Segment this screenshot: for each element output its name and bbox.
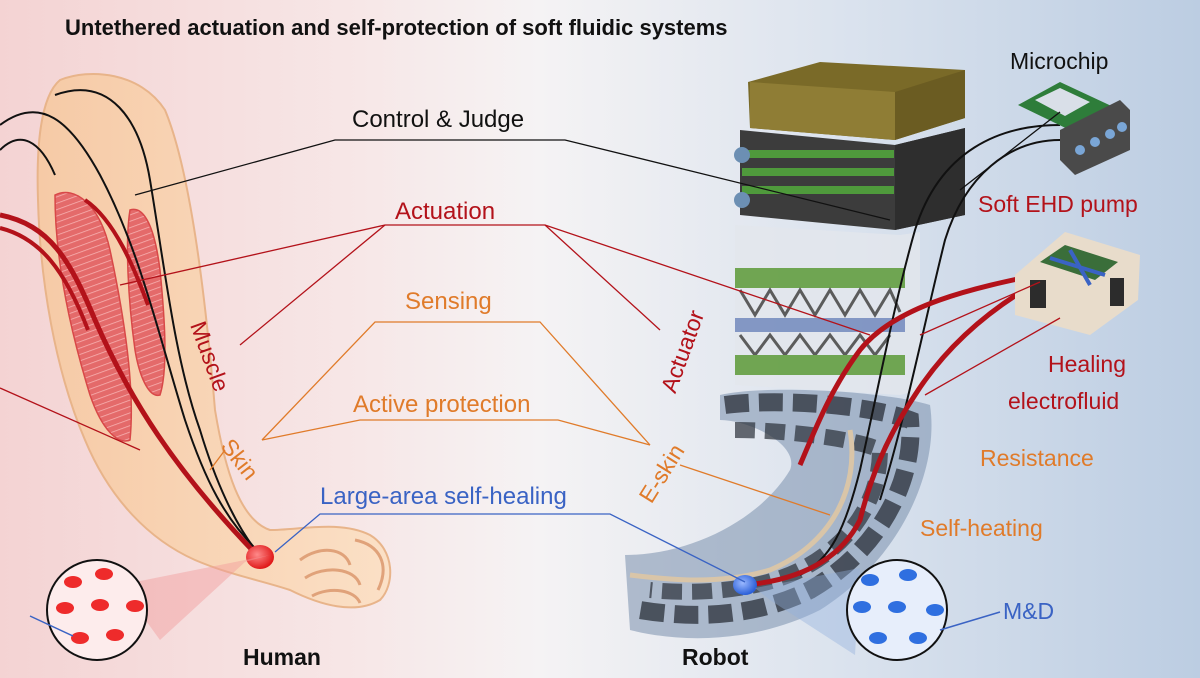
label-human: Human (243, 644, 321, 670)
label-robot: Robot (682, 644, 749, 670)
label-resistance: Resistance (980, 445, 1094, 471)
label-healing: Healing (1048, 351, 1126, 377)
ehd-pump-illustration (1015, 232, 1140, 335)
human-nerves (0, 89, 261, 555)
label-active-protection: Active protection (353, 391, 531, 418)
label-md: M&D (1003, 598, 1055, 624)
zoom-beam-robot (755, 568, 860, 655)
label-large-area-self-healing: Large-area self-healing (320, 483, 567, 510)
label-soft-ehd-pump: Soft EHD pump (978, 191, 1138, 217)
label-microchip: Microchip (1010, 48, 1109, 74)
human-arm (36, 73, 392, 609)
healing-connector (274, 513, 746, 583)
actuation-connector (0, 224, 1061, 451)
robot-actuator-stack (735, 225, 920, 395)
label-self-heating: Self-heating (920, 515, 1043, 541)
diagram-title: Untethered actuation and self-protection… (65, 15, 728, 40)
label-actuation: Actuation (395, 198, 496, 225)
wound-spot-human (246, 545, 274, 569)
robot-wires (744, 124, 1062, 588)
human-zoom-circle (29, 559, 148, 661)
label-control-judge: Control & Judge (352, 106, 525, 133)
control-connector (134, 111, 1061, 221)
zoom-beam-human (120, 555, 270, 640)
microchip-illustration (1018, 82, 1130, 175)
robot-controller-box (734, 62, 965, 230)
sensing-connector (209, 321, 831, 516)
wound-spot-robot (733, 575, 757, 595)
label-sensing: Sensing (405, 288, 492, 315)
label-electrofluid: electrofluid (1008, 388, 1120, 414)
robot-zoom-circle (846, 559, 1001, 661)
